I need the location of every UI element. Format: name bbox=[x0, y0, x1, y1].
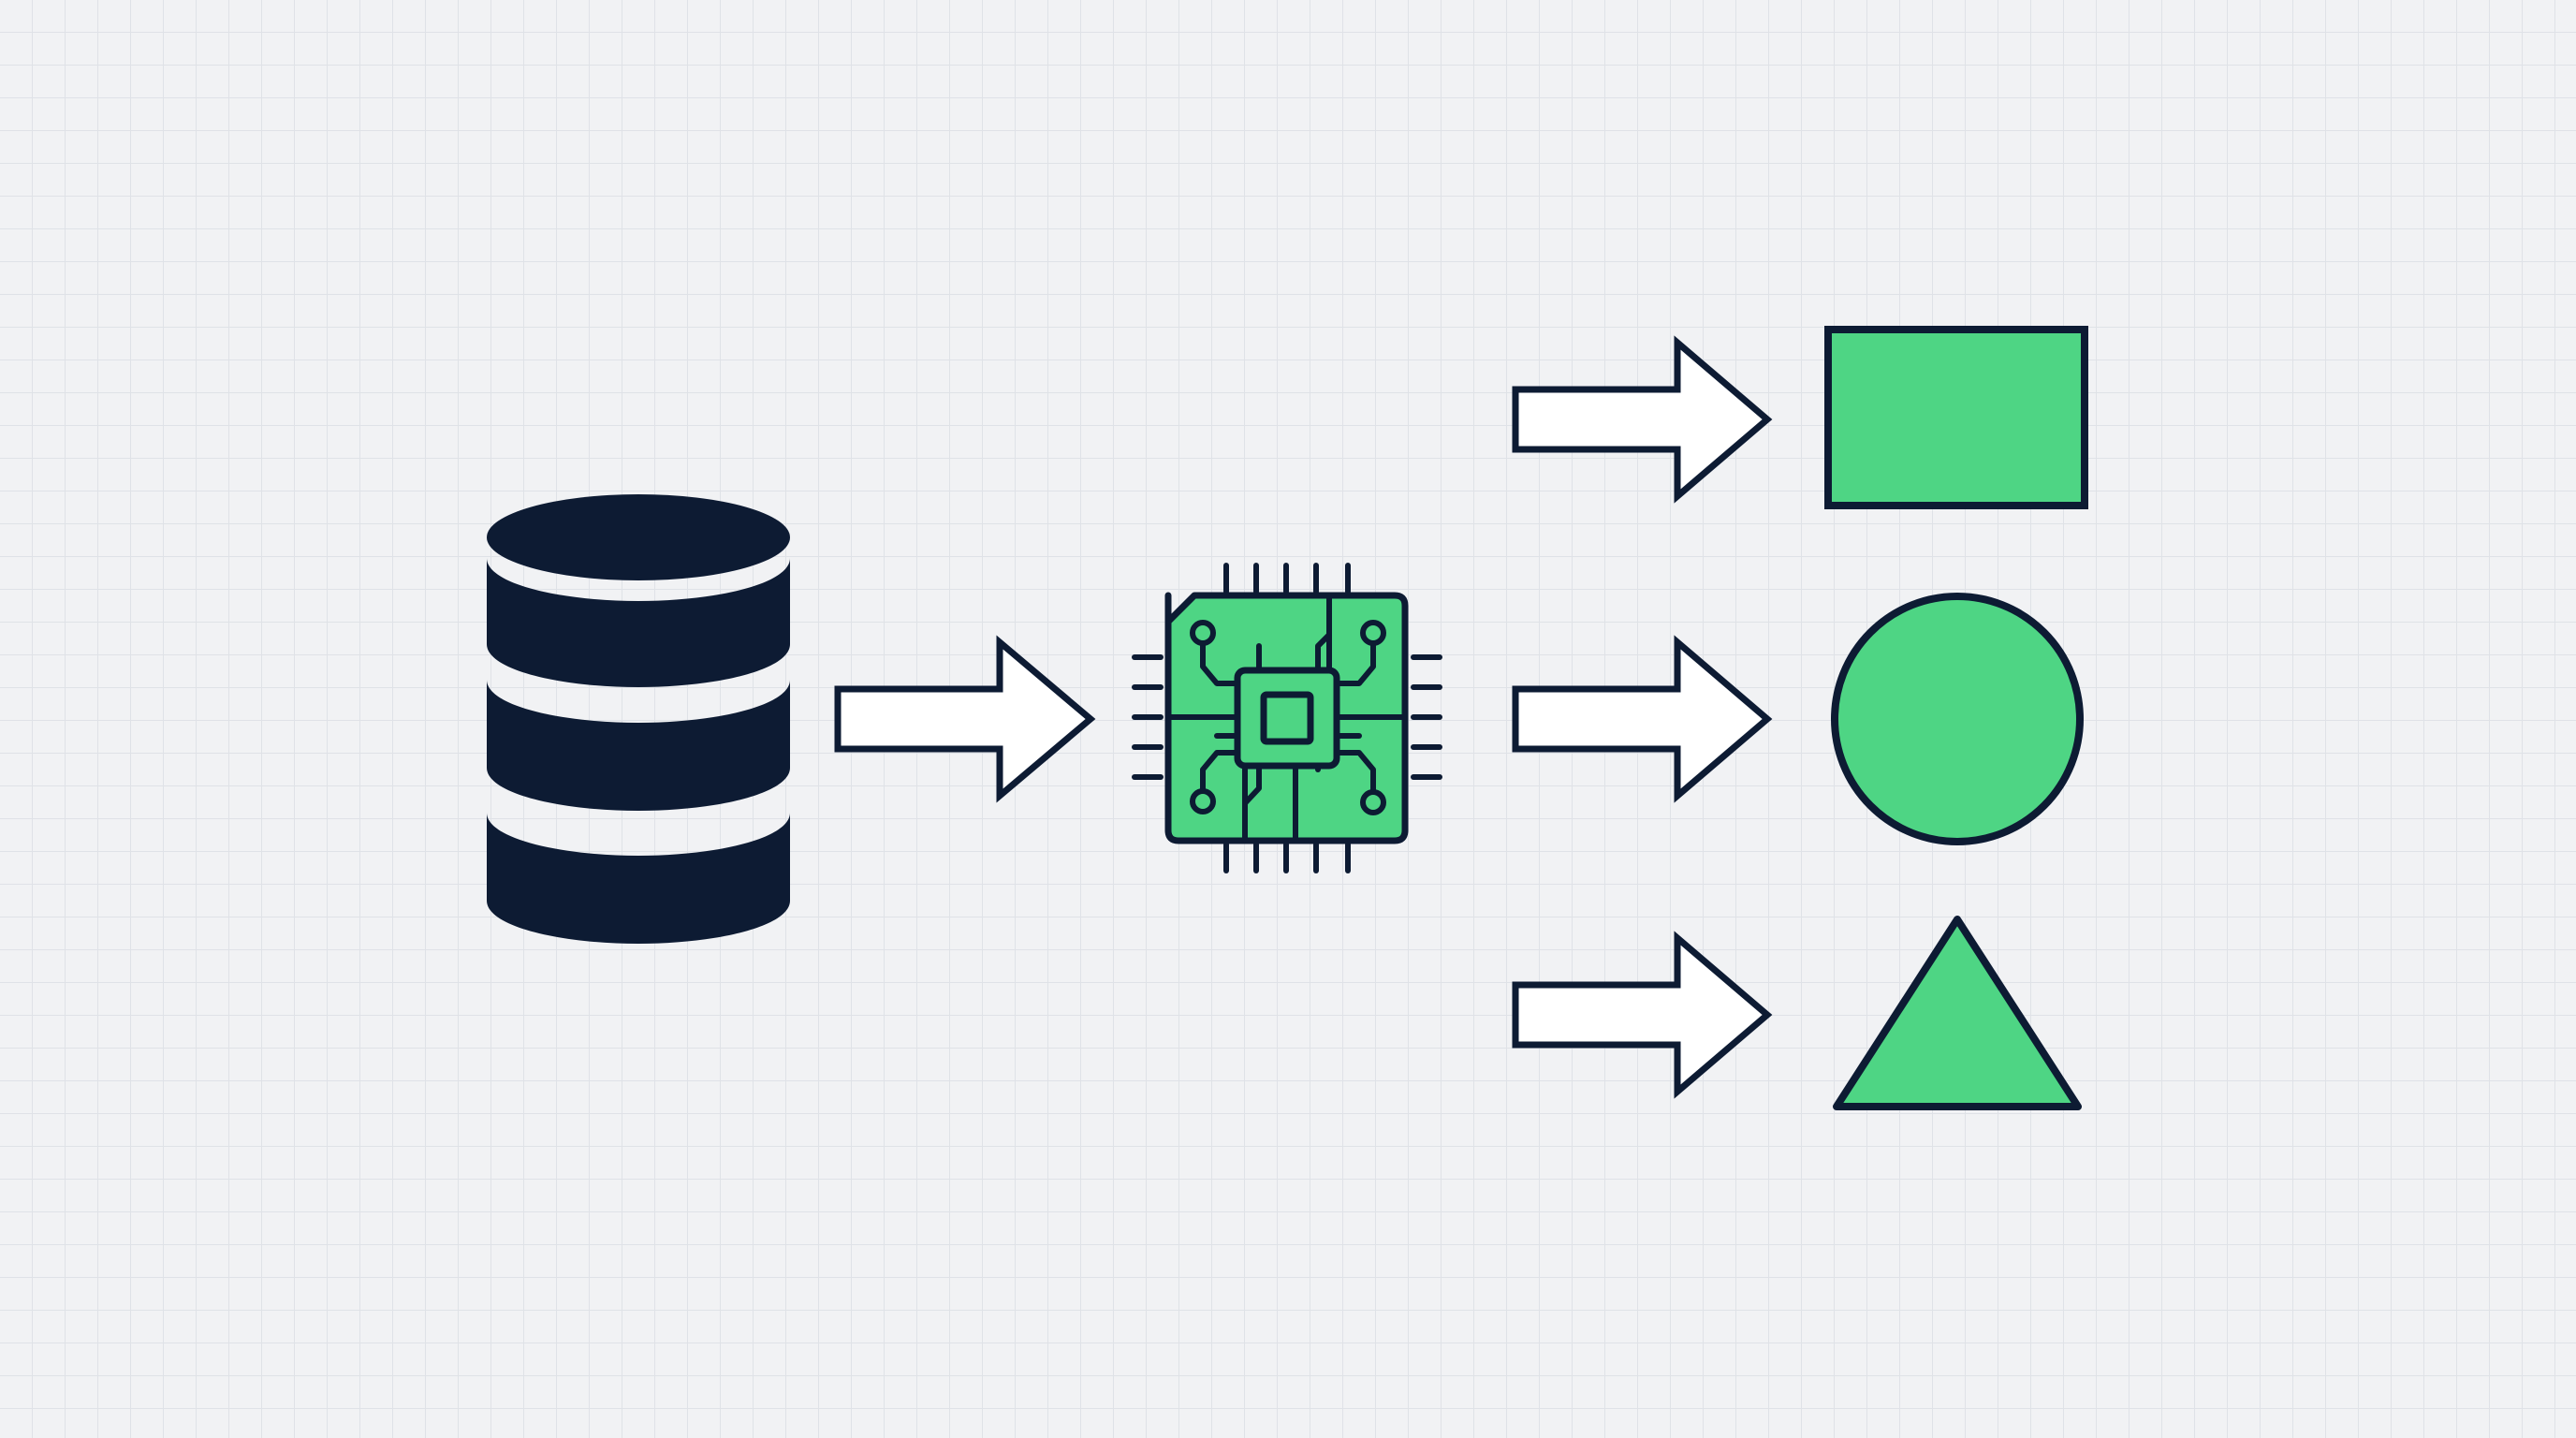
chip-vias bbox=[1190, 620, 1386, 815]
arrow-processor-to-rectangle bbox=[1512, 335, 1773, 504]
arrow-processor-to-triangle bbox=[1512, 931, 1773, 1099]
chip-pins-top bbox=[1223, 563, 1351, 594]
arrow-database-to-processor bbox=[834, 635, 1096, 803]
output-rectangle-shape bbox=[1824, 326, 2088, 509]
database-bottom-segment bbox=[487, 813, 790, 944]
output-triangle-shape bbox=[1833, 916, 2082, 1110]
database-lid bbox=[487, 494, 790, 580]
chip-pins-bottom bbox=[1223, 842, 1351, 873]
database-top-segment bbox=[487, 558, 790, 687]
cpu-chip-icon bbox=[1132, 563, 1442, 873]
database-middle-segment bbox=[487, 680, 790, 811]
output-circle-shape bbox=[1831, 593, 2084, 845]
chip-pins-right bbox=[1411, 654, 1442, 780]
chip-pins-left bbox=[1132, 654, 1164, 780]
chip-die-inner bbox=[1260, 691, 1314, 745]
database-icon bbox=[487, 494, 790, 944]
arrow-processor-to-circle bbox=[1512, 635, 1773, 803]
